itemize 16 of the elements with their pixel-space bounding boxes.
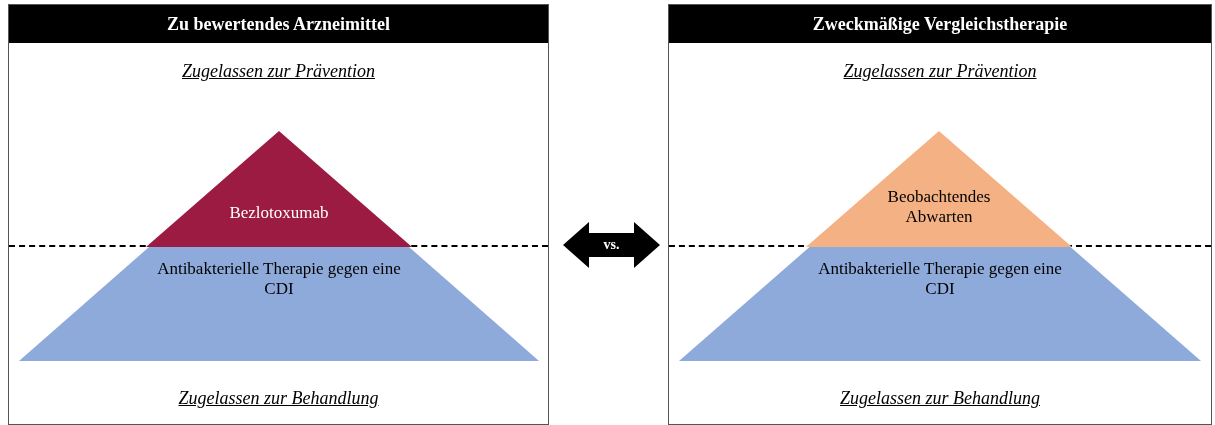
panel-card bbox=[668, 4, 1212, 425]
approval-caption: Zugelassen zur Prävention bbox=[843, 61, 1037, 81]
triangle-shape bbox=[806, 131, 1072, 247]
shape-label: Antibakterielle Therapie gegen eine CDI bbox=[817, 259, 1063, 299]
shape-label: Antibakterielle Therapie gegen eine CDI bbox=[156, 259, 402, 299]
panel-header: Zweckmäßige Vergleichstherapie bbox=[669, 5, 1211, 43]
approval-caption: Zugelassen zur Prävention bbox=[182, 61, 375, 81]
shape-label: Bezlotoxumab bbox=[228, 203, 330, 223]
trapezoid-shape bbox=[679, 247, 1201, 361]
panel-header: Zu bewertendes Arzneimittel bbox=[9, 5, 548, 43]
trapezoid-shape bbox=[19, 247, 539, 361]
shape-label: Beobachtendes Abwarten bbox=[886, 187, 992, 227]
approval-caption: Zugelassen zur Behandlung bbox=[178, 388, 379, 408]
panel-card bbox=[8, 4, 549, 425]
approval-caption: Zugelassen zur Behandlung bbox=[840, 388, 1040, 408]
triangle-shape bbox=[146, 131, 412, 247]
